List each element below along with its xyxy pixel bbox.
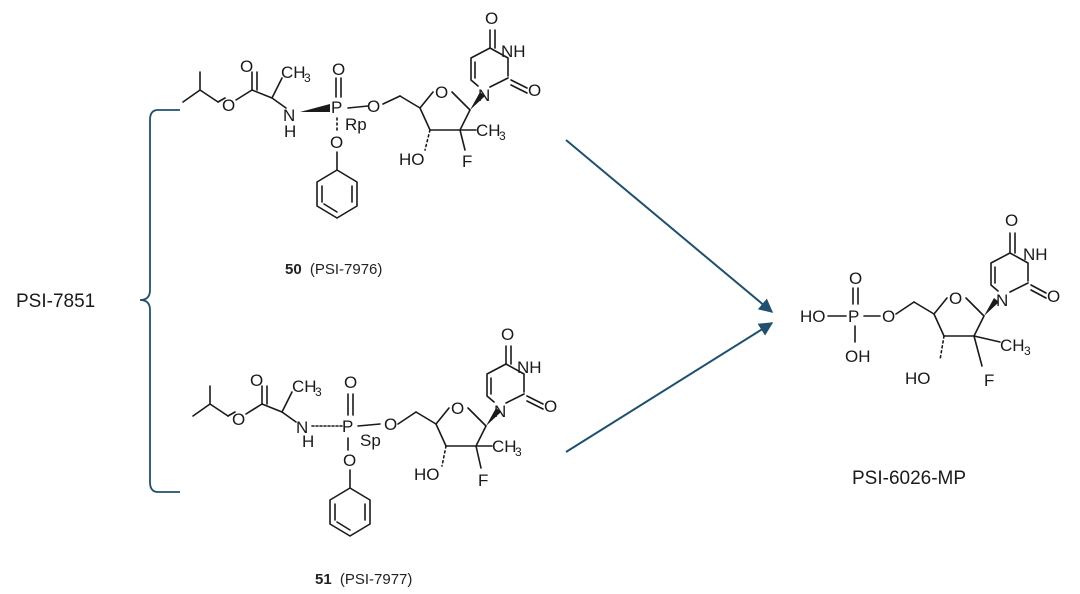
svg-text:CH: CH [476, 121, 501, 140]
svg-text:O: O [882, 307, 895, 326]
svg-text:H: H [284, 122, 296, 141]
svg-text:P: P [848, 307, 859, 326]
svg-text:O: O [485, 9, 498, 28]
svg-text:O: O [849, 269, 862, 288]
svg-text:HO: HO [905, 369, 931, 388]
svg-text:N: N [996, 291, 1008, 310]
arrow-50-to-product [565, 139, 774, 313]
svg-text:O: O [232, 410, 245, 429]
svg-text:N: N [283, 106, 295, 125]
svg-text:O: O [344, 373, 357, 392]
svg-text:OH: OH [845, 347, 871, 366]
svg-text:N: N [478, 86, 490, 105]
svg-text:HO: HO [399, 150, 425, 169]
svg-text:F: F [462, 152, 472, 171]
structure-51: O O CH 3 N H P O Sp O O O HO F [192, 325, 557, 537]
svg-text:O: O [367, 97, 380, 116]
svg-text:O: O [384, 415, 397, 434]
svg-text:N: N [494, 402, 506, 421]
svg-text:O: O [949, 289, 962, 308]
svg-text:P: P [331, 98, 342, 117]
svg-text:O: O [528, 81, 541, 100]
structure-product: HO P O OH O O HO F CH 3 N O NH O [800, 211, 1060, 390]
svg-text:O: O [240, 57, 253, 76]
svg-text:CH: CH [292, 377, 317, 396]
svg-text:3: 3 [315, 385, 322, 399]
svg-text:3: 3 [515, 445, 522, 459]
svg-text:O: O [1005, 211, 1018, 230]
product-label: PSI-6026-MP [852, 468, 966, 489]
svg-text:HO: HO [414, 465, 440, 484]
svg-text:NH: NH [501, 42, 526, 61]
compound-51-label: 51 (PSI-7977) [315, 571, 412, 588]
group-label: PSI-7851 [16, 291, 95, 312]
svg-text:3: 3 [1024, 344, 1031, 358]
svg-text:O: O [435, 83, 448, 102]
svg-text:CH: CH [492, 437, 517, 456]
svg-text:CH: CH [281, 63, 306, 82]
svg-text:O: O [330, 133, 343, 152]
arrow-51-to-product [565, 322, 774, 453]
svg-text:H: H [302, 432, 314, 451]
svg-text:O: O [501, 325, 514, 344]
svg-text:O: O [343, 451, 356, 470]
svg-text:F: F [984, 371, 994, 390]
svg-text:O: O [250, 371, 263, 390]
stereo-label-50: Rp [345, 115, 367, 134]
svg-text:N: N [296, 418, 308, 437]
svg-text:HO: HO [800, 307, 826, 326]
stereo-label-51: Sp [360, 431, 381, 450]
svg-text:NH: NH [517, 358, 542, 377]
svg-text:F: F [478, 471, 488, 490]
svg-text:3: 3 [304, 71, 311, 85]
svg-text:O: O [544, 397, 557, 416]
svg-text:O: O [222, 96, 235, 115]
svg-text:NH: NH [1023, 245, 1048, 264]
compound-50-label: 50 (PSI-7976) [285, 261, 382, 278]
group-brace [139, 109, 180, 493]
svg-text:3: 3 [499, 129, 506, 143]
structure-50: O O CH 3 N H P O Rp O O O [182, 9, 541, 219]
svg-text:P: P [342, 417, 353, 436]
svg-text:O: O [1047, 287, 1060, 306]
svg-text:CH: CH [1000, 336, 1025, 355]
svg-text:O: O [332, 60, 345, 79]
svg-text:O: O [451, 399, 464, 418]
